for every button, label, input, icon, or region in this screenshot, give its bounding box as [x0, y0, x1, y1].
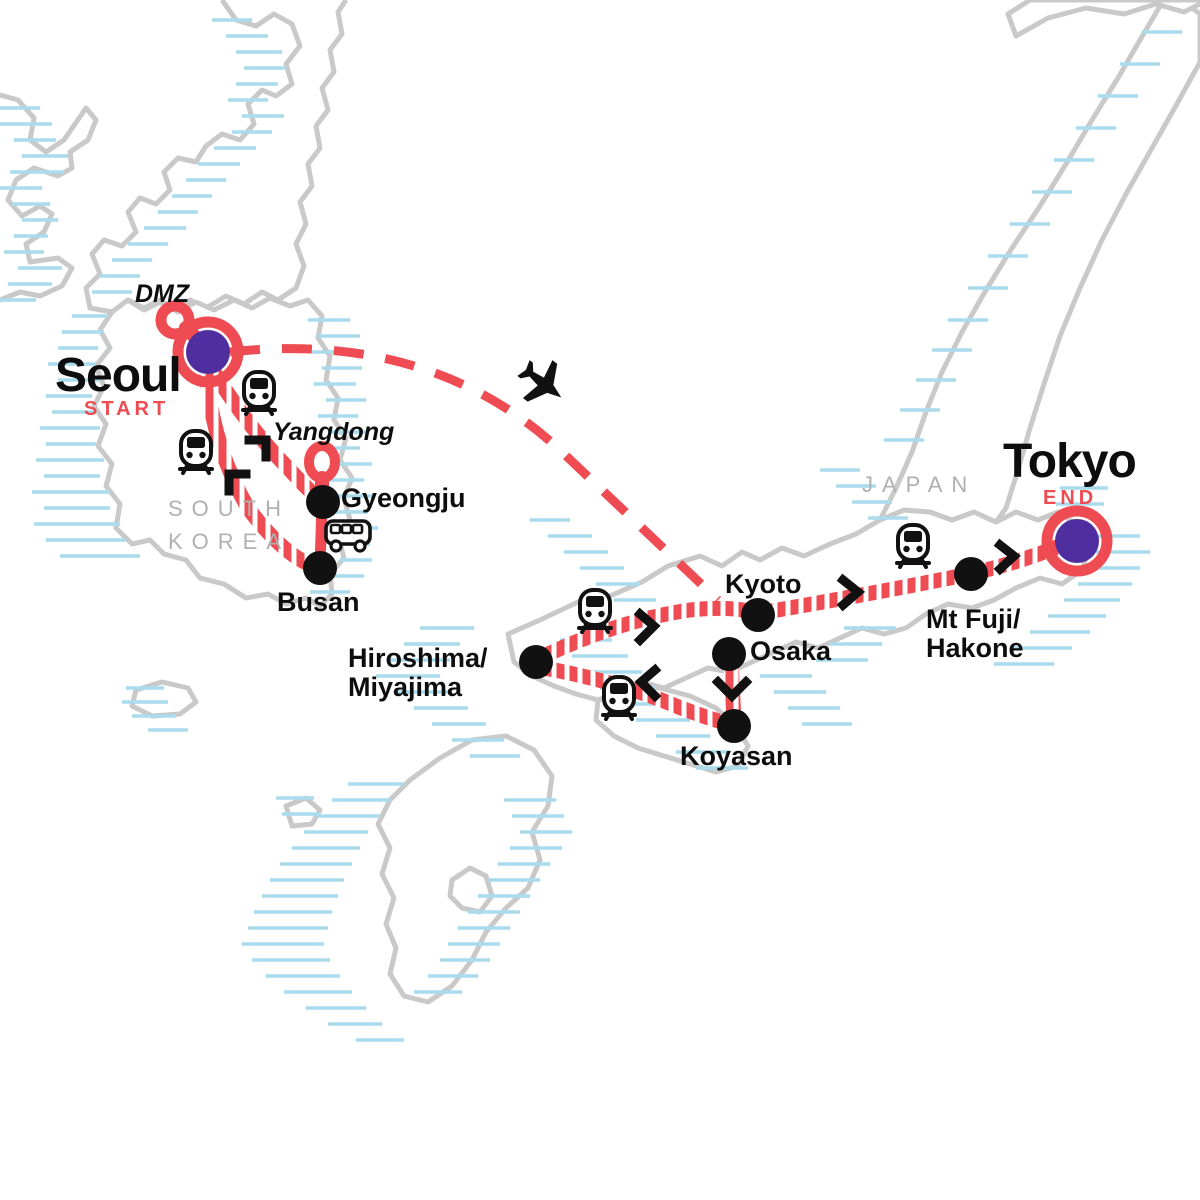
arrow-osaka-koyasan: [711, 675, 753, 703]
train-icon: [577, 588, 613, 634]
city-label-koyasan: Koyasan: [680, 741, 793, 771]
city-label-busan: Busan: [277, 587, 360, 617]
coastline-hokkaido: [1005, 0, 1200, 39]
stop-dot-gyeongju[interactable]: [306, 485, 340, 519]
city-label-mtfuji-line1: Mt Fuji/: [926, 604, 1021, 634]
city-label-hiroshima-line2: Miyajima: [348, 672, 463, 703]
arrow-seoul-gyeongju: [244, 435, 271, 462]
rail-hiroshima-kyoto: [540, 600, 754, 663]
island-chain-sw: [283, 795, 323, 829]
excursion-label-dmz: DMZ: [135, 280, 190, 308]
city-label-seoul: Seoul: [55, 349, 182, 402]
route-flight-seoul-japan: [229, 344, 722, 604]
rail-busan-seoul: [198, 373, 317, 574]
coastline-mainland-nw: [0, 92, 99, 303]
train-icon: [895, 523, 931, 569]
direction-arrows: [224, 435, 1021, 703]
excursion-loop-dmz: [155, 300, 195, 340]
arrow-mtfuji-tokyo: [993, 538, 1021, 576]
rail-koyasan-hiroshima: [542, 660, 732, 732]
train-icon: [241, 370, 277, 416]
country-label-south-korea-line2: KOREA: [168, 529, 291, 554]
stop-dot-hiroshima[interactable]: [519, 645, 553, 679]
bus-icon: [324, 519, 372, 553]
transport-icon-layer: [178, 360, 931, 721]
arrow-koyasan-hiroshima: [634, 663, 662, 703]
city-label-kyoto: Kyoto: [725, 569, 802, 599]
excursion-loop-yangdong: [304, 441, 340, 483]
country-label-south-korea-line1: SOUTH: [168, 496, 290, 521]
country-label-south-korea: SOUTH KOREA: [168, 492, 290, 558]
coastline-korean-peninsula: [83, 0, 349, 315]
plane-icon: [517, 360, 562, 402]
terminus-marker-seoul[interactable]: [172, 316, 244, 388]
city-label-mtfuji: Mt Fuji/ Hakone: [926, 604, 1024, 664]
city-label-osaka: Osaka: [750, 636, 832, 666]
city-label-hiroshima: Hiroshima/ Miyajima: [348, 643, 488, 703]
excursion-label-yangdong: Yangdong: [273, 418, 395, 446]
terminus-markers: [172, 316, 1113, 577]
stop-dot-busan[interactable]: [303, 551, 337, 585]
stop-dot-kyoto[interactable]: [741, 598, 775, 632]
arrow-busan-seoul: [224, 469, 251, 496]
arrow-kyoto-mtfuji: [836, 573, 866, 612]
stop-dot-mtfuji[interactable]: [954, 557, 988, 591]
city-label-gyeongju: Gyeongju: [341, 483, 466, 513]
stop-dot-koyasan[interactable]: [717, 709, 751, 743]
rail-kyoto-mtfuji: [764, 568, 962, 620]
terminus-marker-tokyo[interactable]: [1041, 505, 1113, 577]
end-badge-tokyo: END: [1043, 487, 1098, 509]
city-label-mtfuji-line2: Hakone: [926, 633, 1024, 664]
country-label-japan: JAPAN: [862, 472, 977, 497]
city-label-tokyo: Tokyo: [1003, 435, 1137, 488]
train-icon: [178, 429, 214, 475]
coastline-tohoku: [877, 0, 1200, 525]
arrow-hiroshima-kyoto: [633, 607, 661, 647]
stop-markers: [303, 485, 988, 743]
coastline-kyushu-bay: [447, 865, 495, 915]
stop-dot-osaka[interactable]: [712, 637, 746, 671]
train-icon: [601, 675, 637, 721]
city-label-hiroshima-line1: Hiroshima/: [348, 643, 488, 673]
island-jeju: [129, 679, 199, 719]
start-badge-seoul: START: [84, 398, 170, 420]
sea-hatch-layer: [0, 18, 1182, 1042]
